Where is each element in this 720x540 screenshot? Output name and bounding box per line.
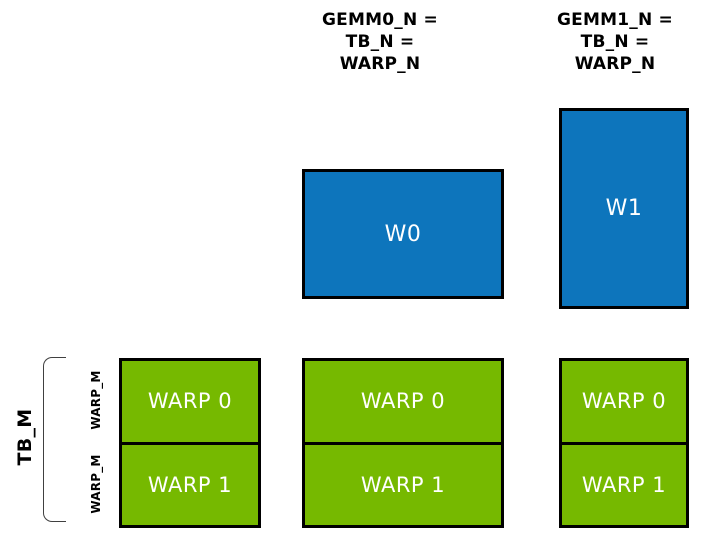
column-label-line: TB_N = <box>580 32 650 52</box>
warp-row: WARP 1 <box>305 441 501 525</box>
column-label-line: WARP_N <box>574 54 656 74</box>
column-label-line: WARP_N <box>339 54 421 74</box>
warp-row: WARP 0 <box>122 361 258 442</box>
tb-m-label: TB_M <box>14 408 36 466</box>
warp-box-w0: W0 <box>302 169 504 299</box>
warp-box-label: W1 <box>605 196 643 221</box>
green-group-left: WARP 0 WARP 1 <box>119 358 261 528</box>
green-group-right: WARP 0 WARP 1 <box>559 358 689 528</box>
green-group-middle: WARP 0 WARP 1 <box>302 358 504 528</box>
warp-m-label: WARP_M <box>89 454 103 514</box>
warp-row: WARP 1 <box>562 441 686 525</box>
tb-m-bracket <box>43 357 66 522</box>
column-label-line: TB_N = <box>345 32 415 52</box>
warp-m-label: WARP_M <box>89 370 103 430</box>
column-label-line: GEMM1_N = <box>557 10 673 30</box>
warp-row: WARP 0 <box>305 361 501 442</box>
warp-box-w1: W1 <box>559 108 689 309</box>
warp-row: WARP 1 <box>122 441 258 525</box>
warp-row: WARP 0 <box>562 361 686 442</box>
warp-box-label: W0 <box>384 221 422 247</box>
column-label-gemm0: GEMM0_N = TB_N = WARP_N <box>290 9 470 75</box>
column-label-gemm1: GEMM1_N = TB_N = WARP_N <box>525 9 705 75</box>
column-label-line: GEMM0_N = <box>322 10 438 30</box>
